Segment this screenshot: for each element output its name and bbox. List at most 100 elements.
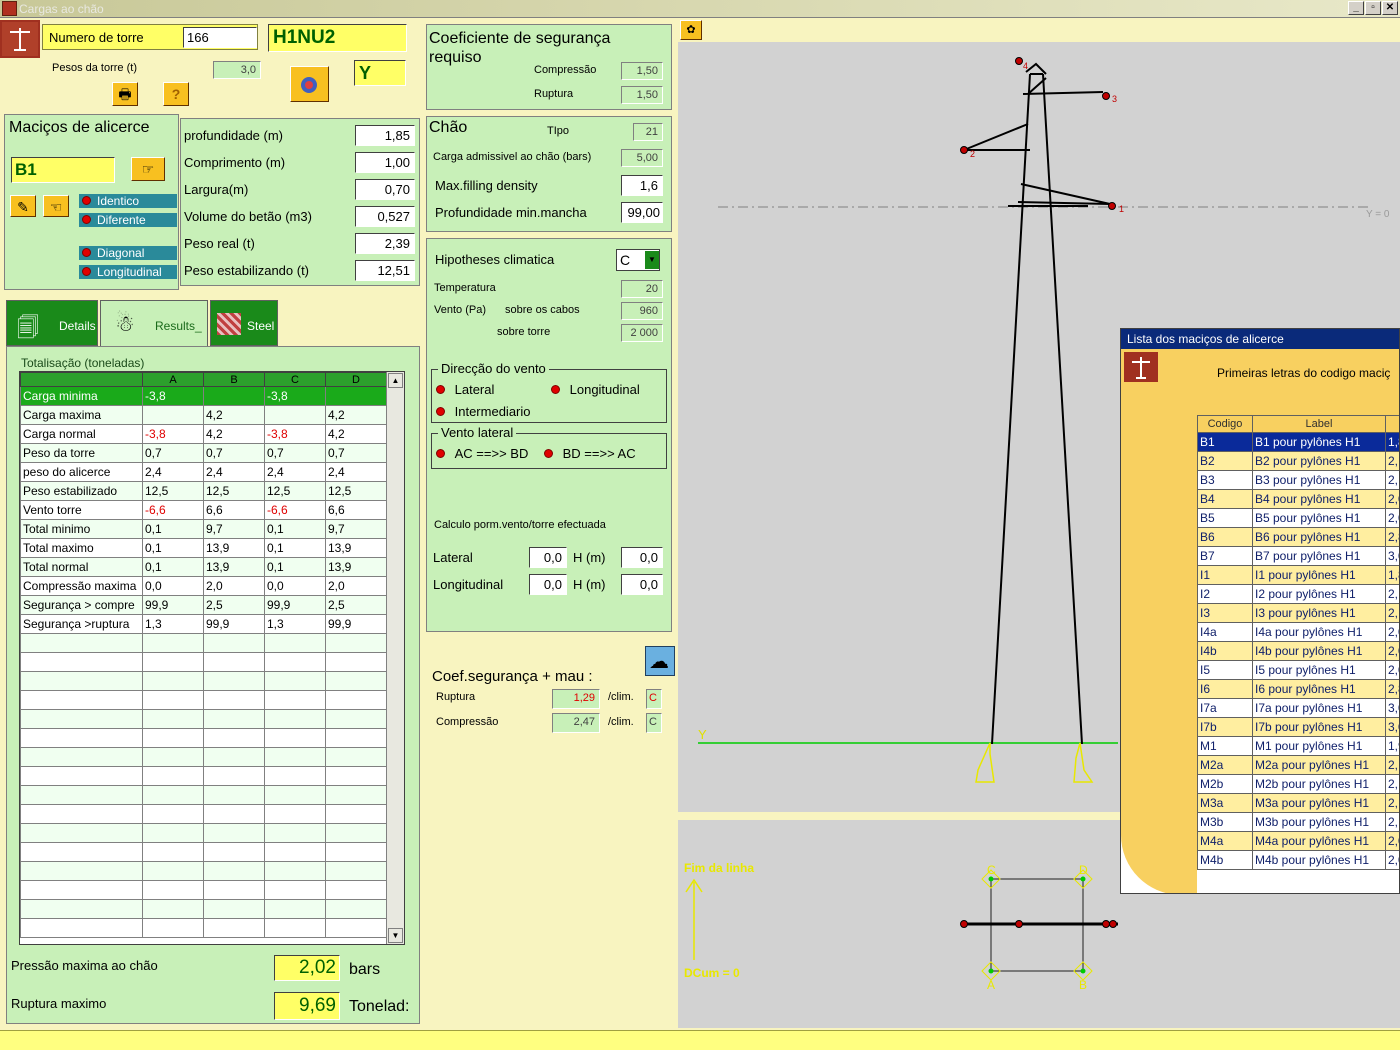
tab-steel-label: Steel xyxy=(247,319,275,333)
table-row[interactable] xyxy=(20,880,387,900)
radio-identico[interactable]: Identico xyxy=(79,194,177,208)
table-row[interactable] xyxy=(20,747,387,767)
table-row[interactable] xyxy=(20,766,387,786)
table-row[interactable] xyxy=(20,671,387,691)
value-cell xyxy=(142,728,204,748)
table-row[interactable] xyxy=(20,823,387,843)
chevron-down-icon[interactable]: ▼ xyxy=(645,251,659,269)
chao-filling-input[interactable]: 1,6 xyxy=(621,175,663,196)
macico-select-button[interactable]: ☞ xyxy=(131,157,165,181)
radio-vento-longitudinal[interactable]: Longitudinal xyxy=(551,382,640,397)
table-row[interactable] xyxy=(20,804,387,824)
close-button[interactable]: ✕ xyxy=(1382,1,1398,15)
macico-code-field[interactable]: B1 xyxy=(11,157,115,183)
dim-input[interactable]: 12,51 xyxy=(355,260,415,281)
scroll-down-icon[interactable]: ▼ xyxy=(388,928,403,943)
radio-bd-ac[interactable]: BD ==>> AC xyxy=(544,446,636,461)
value-cell: 2, xyxy=(1385,451,1399,471)
table-row[interactable] xyxy=(20,728,387,748)
dim-input[interactable]: 1,00 xyxy=(355,152,415,173)
chao-filling-label: Max.filling density xyxy=(435,178,538,193)
coef-ruptura-label: Ruptura xyxy=(436,691,476,703)
table-row[interactable] xyxy=(20,785,387,805)
table-row[interactable] xyxy=(20,918,387,938)
macico-hand-button[interactable]: ☜ xyxy=(43,195,69,217)
palette-button[interactable]: ✿ xyxy=(680,20,702,40)
dim-input[interactable]: 2,39 xyxy=(355,233,415,254)
chao-tipo-value: 21 xyxy=(633,123,663,141)
tab-steel[interactable]: Steel xyxy=(210,300,278,346)
table-row[interactable] xyxy=(20,709,387,729)
tab-details[interactable]: 🗐 Details xyxy=(6,300,98,346)
radio-vento-lateral[interactable]: Lateral xyxy=(436,382,494,397)
weather-button[interactable]: ☁ xyxy=(645,646,675,676)
flag-field[interactable]: Y xyxy=(354,60,406,86)
clima-select[interactable]: C ▼ xyxy=(616,249,660,271)
dim-input[interactable]: 0,527 xyxy=(355,206,415,227)
minimize-button[interactable]: _ xyxy=(1348,1,1364,15)
macico-edit-button[interactable]: ✎ xyxy=(10,195,36,217)
value-cell xyxy=(142,690,204,710)
table-row[interactable]: Carga minima-3,8-3,8 xyxy=(20,386,387,406)
radio-ac-bd[interactable]: AC ==>> BD xyxy=(436,446,528,461)
restore-button[interactable]: ▫ xyxy=(1365,1,1381,15)
calculate-button[interactable] xyxy=(290,66,329,102)
tab-results[interactable]: ☃ Results_ xyxy=(100,300,208,346)
dim-input[interactable]: 1,85 xyxy=(355,125,415,146)
scroll-up-icon[interactable]: ▲ xyxy=(388,373,403,388)
table-row[interactable] xyxy=(20,842,387,862)
table-row[interactable] xyxy=(20,652,387,672)
results-scrollbar[interactable]: ▲ ▼ xyxy=(386,372,404,944)
tower-number-input[interactable]: 166 xyxy=(183,27,257,48)
radio-diagonal[interactable]: Diagonal xyxy=(79,246,177,260)
table-row[interactable] xyxy=(20,861,387,881)
lista-body: Primeiras letras do codigo maciç Codigo … xyxy=(1121,349,1399,893)
table-row[interactable] xyxy=(20,633,387,653)
table-row[interactable] xyxy=(20,899,387,919)
radio-diferente[interactable]: Diferente xyxy=(79,213,177,227)
radio-longitudinal[interactable]: Longitudinal xyxy=(79,265,177,279)
print-button[interactable]: 🖶 xyxy=(112,82,138,106)
help-button[interactable]: ? xyxy=(163,82,189,106)
table-row[interactable] xyxy=(20,690,387,710)
chao-prof-input[interactable]: 99,00 xyxy=(621,202,663,223)
tower-code-field[interactable]: H1NU2 xyxy=(268,24,407,52)
dim-input[interactable]: 0,70 xyxy=(355,179,415,200)
radio-vento-intermediario[interactable]: Intermediario xyxy=(436,404,531,419)
